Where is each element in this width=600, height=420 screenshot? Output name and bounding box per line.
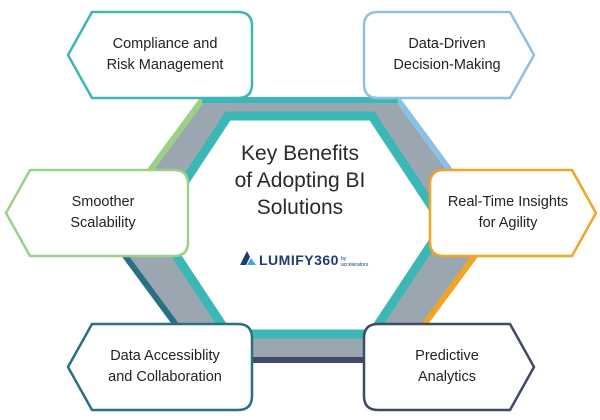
- callout-predictive: [362, 322, 536, 412]
- benefit-label-scalability: Smoother Scalability: [70, 194, 136, 231]
- center-title: Key Benefits of Adopting BI Solutions: [234, 142, 366, 219]
- logo-wordmark: LUMIFY360: [259, 252, 339, 268]
- benefit-label-compliance: Compliance and Risk Management: [106, 36, 224, 73]
- benefit-label-data-driven: Data-Driven Decision-Making: [393, 36, 501, 73]
- callout-compliance: [66, 10, 254, 100]
- callout-accessibility: [66, 322, 254, 412]
- benefit-label-real-time: Real-Time Insights for Agility: [447, 194, 569, 231]
- benefit-label-accessibility: Data Accessiblity and Collaboration: [108, 348, 222, 385]
- lumify-logo-icon: [240, 250, 256, 270]
- callout-data-driven: [362, 10, 536, 100]
- benefit-label-predictive: Predictive Analytics: [415, 348, 479, 385]
- lumify-logo: LUMIFY360 by accelerators: [240, 250, 370, 270]
- callout-real-time: [428, 168, 598, 258]
- callout-scalability: [4, 168, 190, 258]
- logo-tagline: by accelerators: [340, 256, 369, 268]
